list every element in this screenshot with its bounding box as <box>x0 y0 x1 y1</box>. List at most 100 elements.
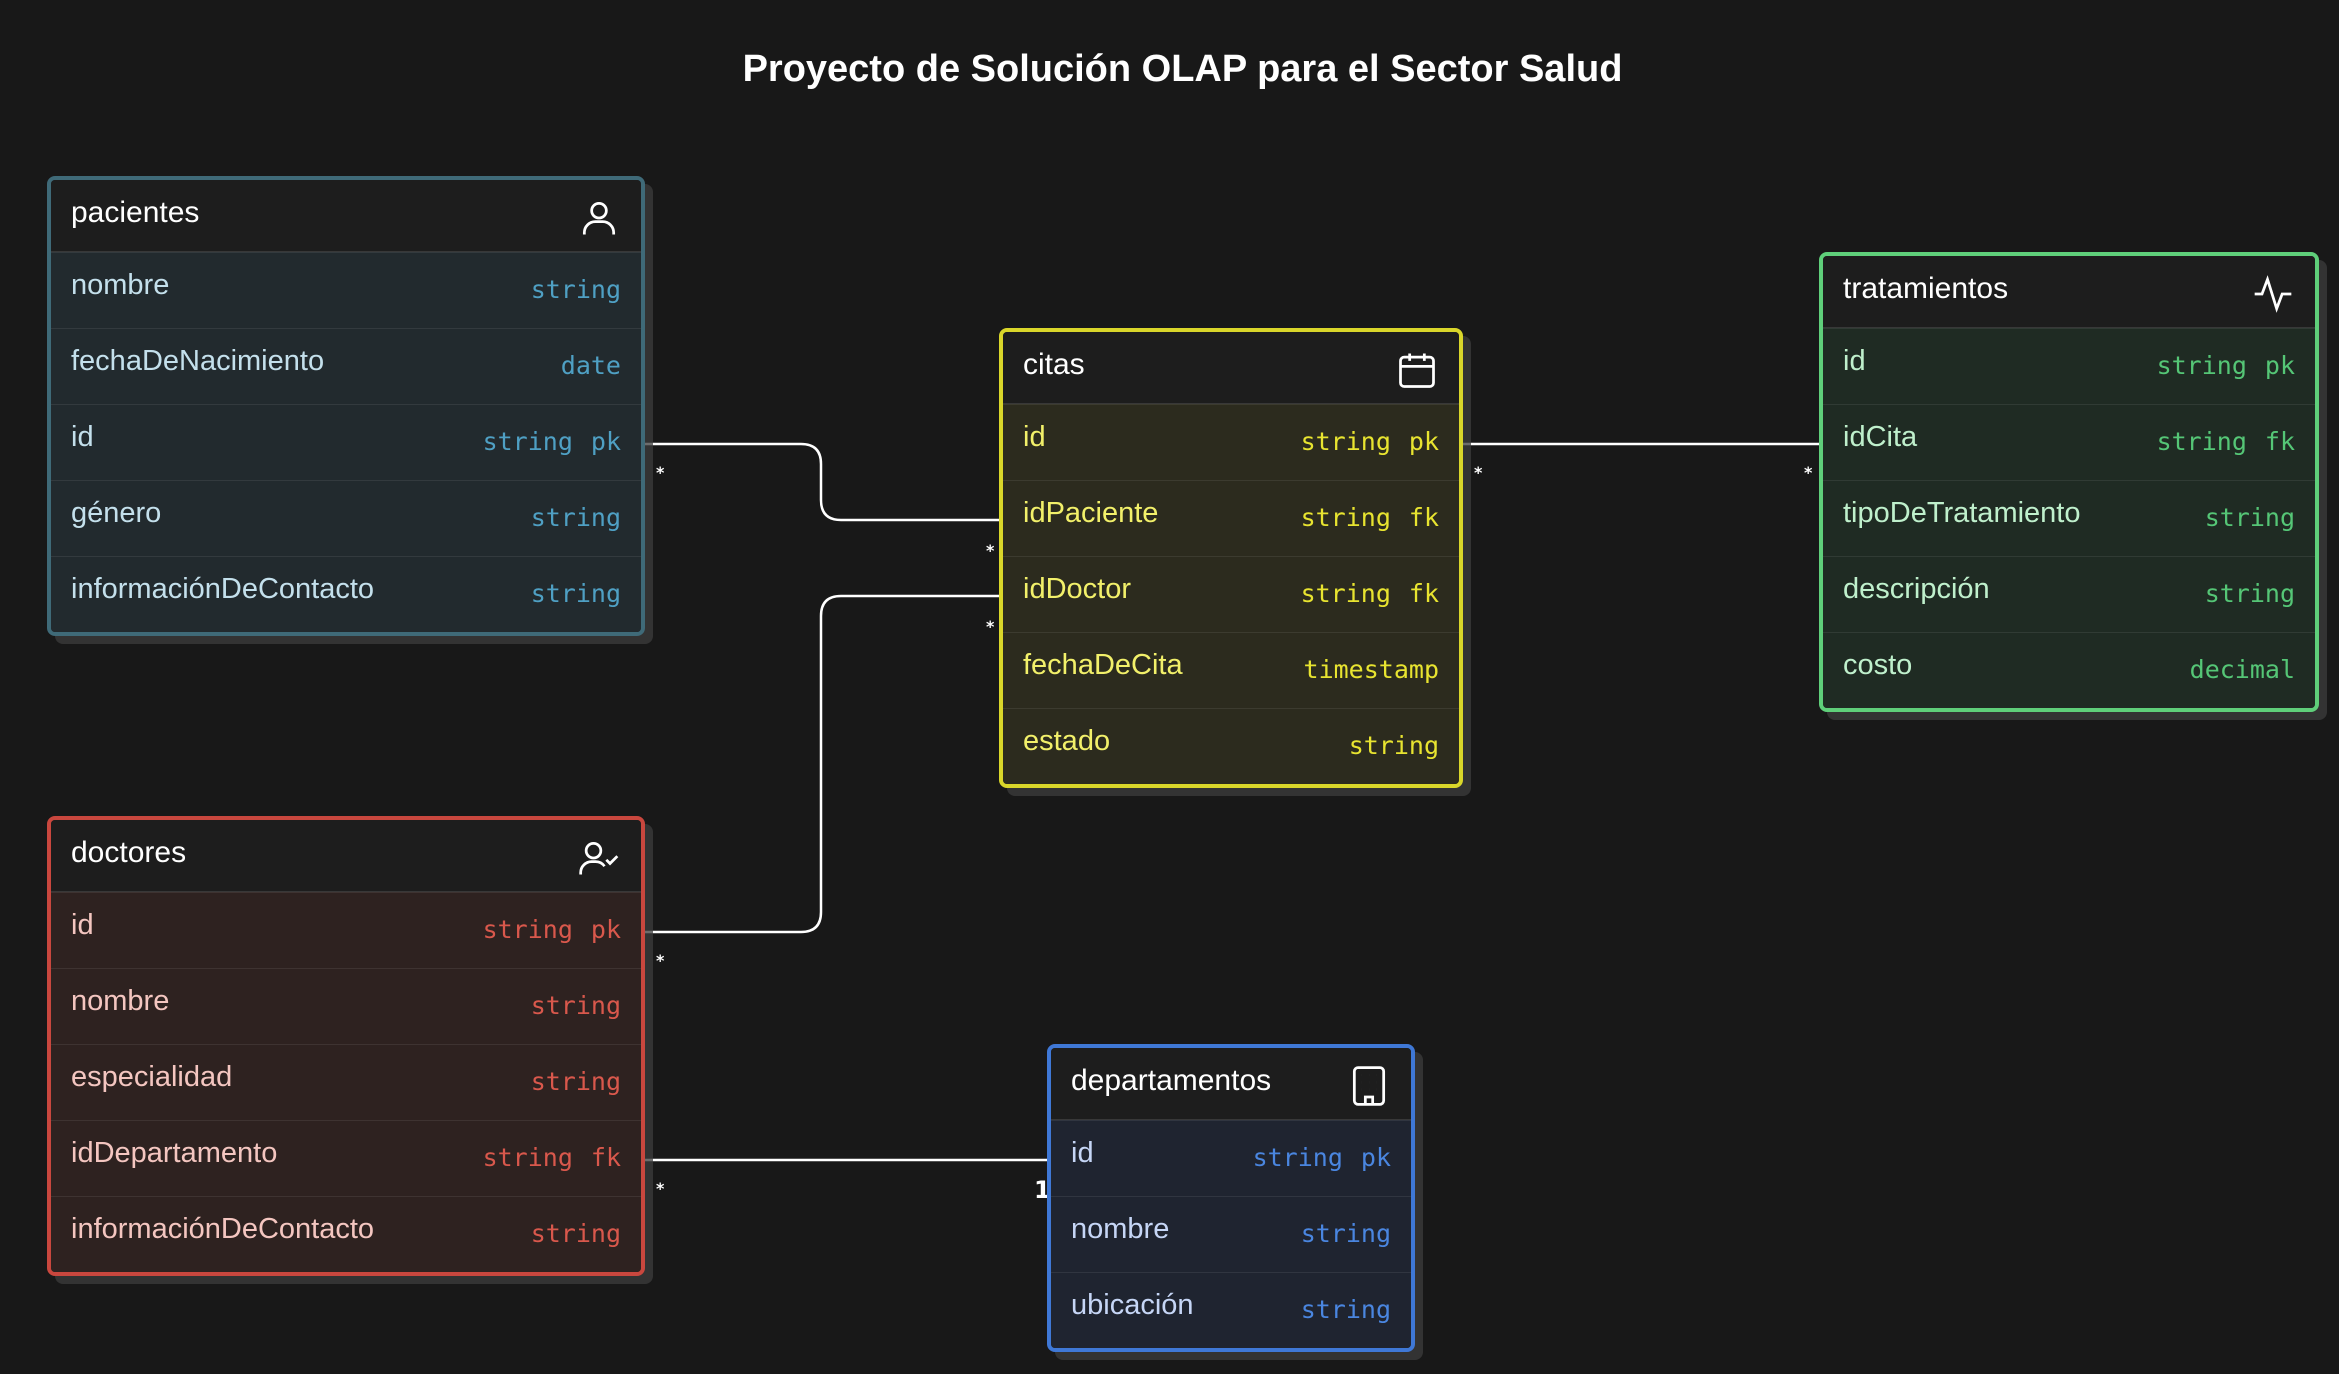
field-row[interactable]: idDepartamento string fk <box>51 1120 641 1196</box>
field-row[interactable]: id string pk <box>51 892 641 968</box>
field-row[interactable]: informaciónDeContacto string <box>51 556 641 632</box>
field-row[interactable]: fechaDeNacimiento date <box>51 328 641 404</box>
field-type: string <box>482 427 573 456</box>
field-key: pk <box>1360 1143 1391 1172</box>
field-key: pk <box>2264 351 2295 380</box>
field-type: string <box>2156 351 2247 380</box>
field-name: idCita <box>1843 421 1918 453</box>
field-row[interactable]: fechaDeCita timestamp <box>1003 632 1459 708</box>
field-type-group: date <box>561 351 621 380</box>
relation-pacientes-citas[interactable] <box>636 442 1014 522</box>
field-key: fk <box>1408 579 1439 608</box>
field-type-group: decimal <box>2190 655 2295 684</box>
cardinality-label: * <box>656 1179 665 1198</box>
field-type: string <box>530 503 621 532</box>
field-type: date <box>560 351 621 380</box>
field-row[interactable]: nombre string <box>51 252 641 328</box>
field-type: string <box>1300 579 1391 608</box>
field-type: string <box>2204 579 2295 608</box>
cardinality-label: * <box>1804 463 1813 482</box>
field-type-group: timestamp <box>1304 655 1439 684</box>
diagram-title: Proyecto de Solución OLAP para el Sector… <box>742 48 1623 90</box>
field-type: string <box>1300 427 1391 456</box>
entity-header: pacientes <box>51 180 641 252</box>
field-row[interactable]: ubicación string <box>1051 1272 1411 1348</box>
field-name: informaciónDeContacto <box>71 573 375 605</box>
field-type-group: string <box>1349 731 1439 760</box>
field-type: string <box>1300 1219 1391 1248</box>
field-name: idDepartamento <box>71 1137 278 1169</box>
field-type-group: string pk <box>483 915 621 944</box>
field-type-group: string fk <box>483 1143 621 1172</box>
field-type: string <box>530 275 621 304</box>
field-name: fechaDeNacimiento <box>71 345 325 377</box>
field-name: id <box>71 421 94 453</box>
field-name: nombre <box>71 269 170 301</box>
field-name: id <box>71 909 94 941</box>
field-row[interactable]: especialidad string <box>51 1044 641 1120</box>
field-type: string <box>2204 503 2295 532</box>
field-name: ubicación <box>1071 1289 1194 1321</box>
field-type-group: string <box>531 579 621 608</box>
field-type-group: string <box>531 503 621 532</box>
field-name: estado <box>1023 725 1111 757</box>
field-type: timestamp <box>1303 655 1439 684</box>
field-type-group: string fk <box>1301 579 1439 608</box>
entity-header: citas <box>1003 332 1459 404</box>
relation-doctores-citas[interactable] <box>636 594 1014 934</box>
field-type: string <box>1300 1295 1391 1324</box>
field-type: string <box>530 1219 621 1248</box>
entity-name: pacientes <box>71 196 200 229</box>
field-type: string <box>482 915 573 944</box>
user-icon <box>582 201 616 235</box>
field-name: nombre <box>1071 1213 1170 1245</box>
field-name: informaciónDeContacto <box>71 1213 375 1245</box>
field-type: string <box>482 1143 573 1172</box>
field-type: string <box>2156 427 2247 456</box>
cardinality-label: * <box>1474 463 1483 482</box>
entity-name: tratamientos <box>1843 272 2009 305</box>
user-check-icon <box>579 841 619 875</box>
field-name: tipoDeTratamiento <box>1843 497 2081 529</box>
field-key: fk <box>590 1143 621 1172</box>
entity-header: doctores <box>51 820 641 892</box>
field-type-group: string pk <box>2157 351 2295 380</box>
field-type: string <box>530 1067 621 1096</box>
entity-name: citas <box>1023 348 1085 381</box>
field-key: pk <box>590 915 621 944</box>
field-row[interactable]: tipoDeTratamiento string <box>1823 480 2315 556</box>
field-name: fechaDeCita <box>1023 649 1183 681</box>
field-name: idPaciente <box>1023 497 1159 529</box>
calendar-icon <box>1399 353 1435 388</box>
field-row[interactable]: estado string <box>1003 708 1459 784</box>
field-row[interactable]: informaciónDeContacto string <box>51 1196 641 1272</box>
cardinality-label: 1 <box>1034 1176 1051 1204</box>
field-type: string <box>1348 731 1439 760</box>
field-type: string <box>530 991 621 1020</box>
field-row[interactable]: nombre string <box>1051 1196 1411 1272</box>
field-type-group: string <box>2205 579 2295 608</box>
entity-pacientes[interactable]: pacientes nombre string fechaDeNacimiento d… <box>47 176 645 636</box>
field-name: id <box>1023 421 1046 453</box>
field-name: especialidad <box>71 1061 233 1093</box>
field-type-group: string <box>531 991 621 1020</box>
field-name: nombre <box>71 985 170 1017</box>
field-row[interactable]: nombre string <box>51 968 641 1044</box>
field-name: id <box>1071 1137 1094 1169</box>
